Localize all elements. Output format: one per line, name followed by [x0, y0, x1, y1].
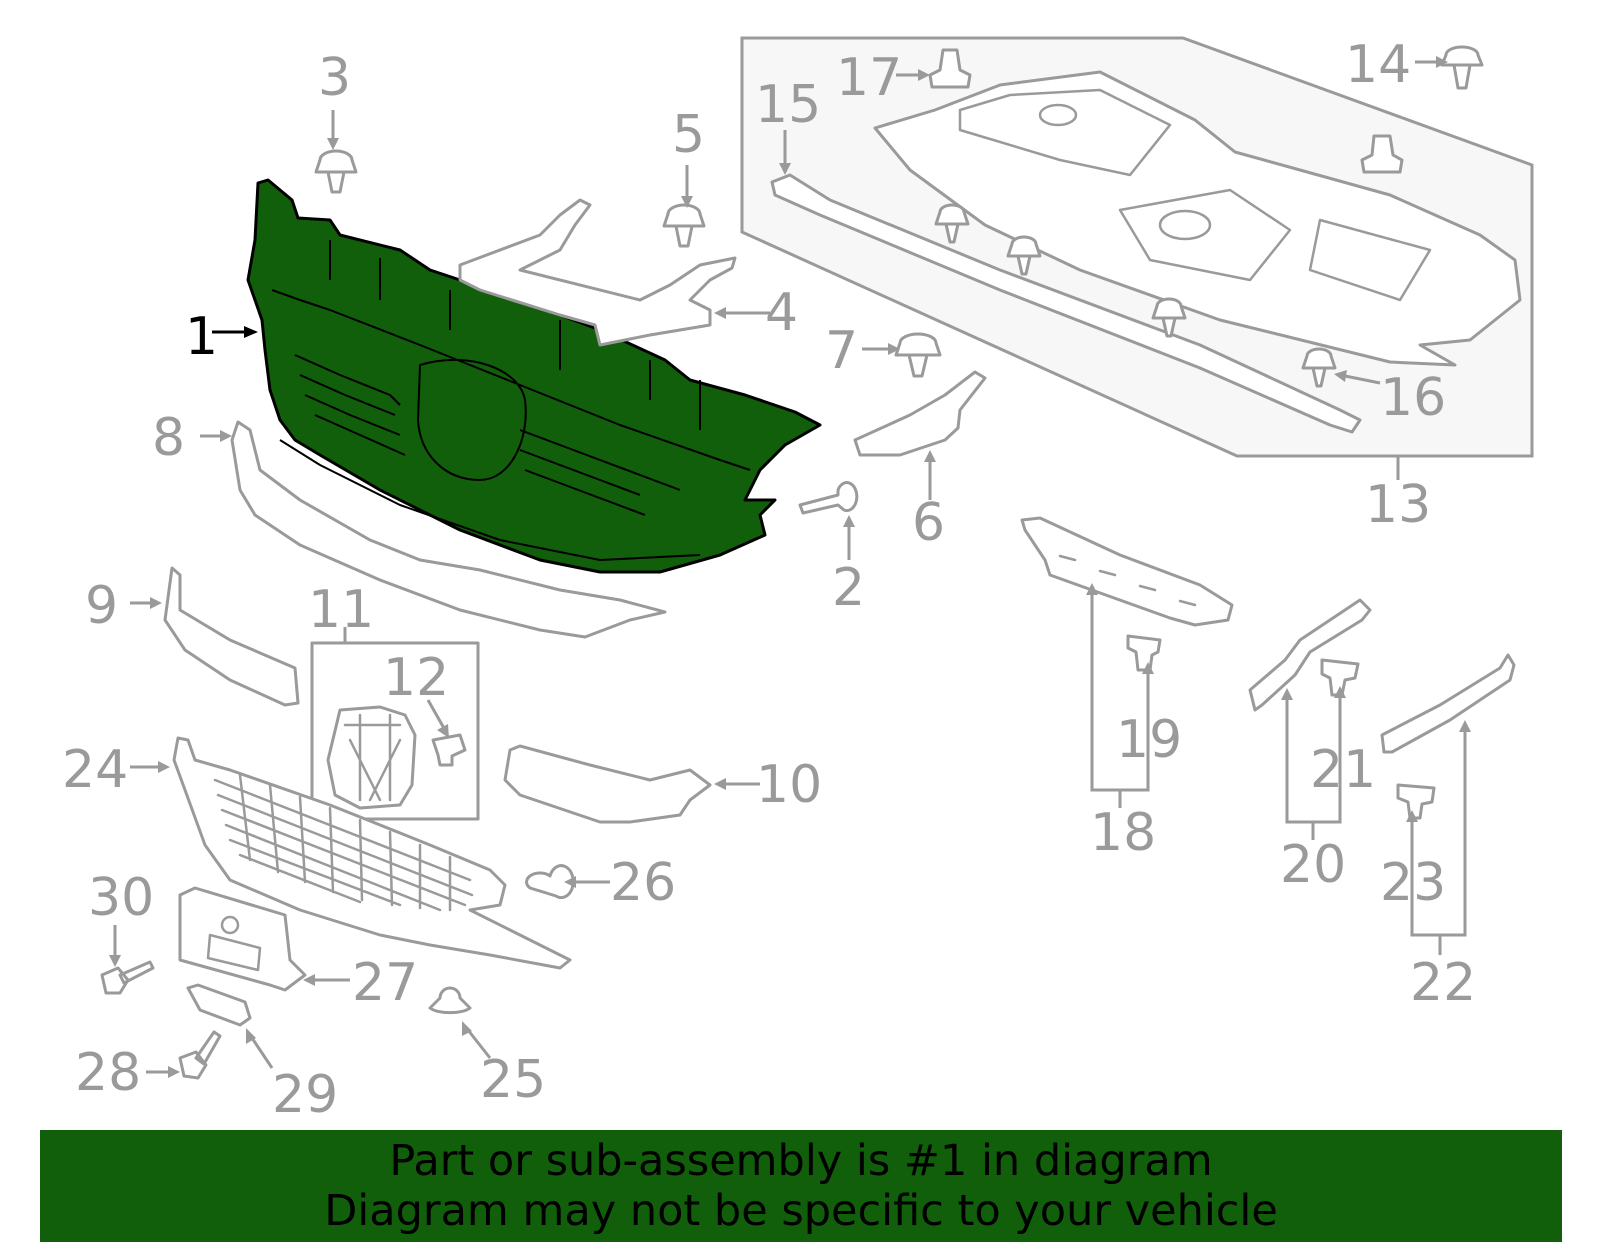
lower-molding-10	[503, 744, 712, 824]
callout-14: 14	[1345, 35, 1411, 95]
callout-1: 1	[185, 307, 218, 367]
callout-23: 23	[1380, 853, 1446, 913]
clip-7	[894, 332, 942, 378]
lower-grille-mesh	[213, 773, 474, 912]
callout-5: 5	[672, 105, 705, 165]
emblem-detail	[343, 713, 402, 802]
screw-2	[798, 481, 859, 515]
callout-13: 13	[1365, 475, 1431, 535]
callout-19: 19	[1116, 710, 1182, 770]
clip-group-box	[928, 48, 1404, 388]
callout-25: 25	[480, 1050, 546, 1110]
clip-25	[428, 986, 472, 1015]
callout-29: 29	[272, 1065, 338, 1125]
upper-bracket	[458, 198, 737, 347]
callout-30: 30	[88, 868, 154, 928]
clip-3	[314, 149, 358, 194]
clip-26	[525, 864, 575, 900]
clip-5	[662, 203, 706, 248]
license-plate-bracket-27	[178, 886, 307, 992]
bolt-28	[178, 1030, 222, 1080]
plate-bracket-detail	[206, 915, 262, 972]
callout-15: 15	[755, 75, 821, 135]
leader-lines	[109, 56, 1471, 1078]
grille-detail-lines	[271, 240, 751, 561]
emblem	[326, 705, 417, 810]
grille-assembly-highlighted	[246, 178, 822, 574]
callout-16: 16	[1380, 368, 1446, 428]
callout-11: 11	[308, 580, 374, 640]
clip-14	[1440, 45, 1484, 90]
reinforcement-22	[1380, 653, 1516, 754]
callout-26: 26	[610, 853, 676, 913]
callout-22: 22	[1410, 953, 1476, 1013]
callout-6: 6	[912, 493, 945, 553]
callout-27: 27	[352, 953, 418, 1013]
callout-2: 2	[832, 558, 865, 618]
callout-9: 9	[85, 576, 118, 636]
callout-20: 20	[1280, 835, 1346, 895]
upper-molding	[230, 420, 667, 639]
callout-4: 4	[765, 283, 798, 343]
undercover-panel	[873, 70, 1522, 367]
callout-7: 7	[825, 321, 858, 381]
clip-23	[1396, 783, 1436, 820]
callout-12: 12	[383, 648, 449, 708]
callout-21: 21	[1310, 740, 1376, 800]
callout-24: 24	[62, 740, 128, 800]
reinforcement-20	[1248, 598, 1372, 712]
undercover-panel-detail	[958, 88, 1432, 302]
callout-18: 18	[1090, 803, 1156, 863]
stiffener-slots	[1058, 554, 1197, 607]
bolt-30	[100, 960, 155, 995]
callout-labels: 1 2 3 4 5 6 7 8 9 10 11 12 13 14 15 16 1…	[62, 35, 1476, 1125]
info-banner: Part or sub-assembly is #1 in diagram Di…	[40, 1130, 1562, 1242]
banner-line-1: Part or sub-assembly is #1 in diagram	[389, 1136, 1213, 1186]
side-molding-9	[163, 566, 300, 707]
clip-19	[1126, 634, 1162, 672]
callout-10: 10	[756, 755, 822, 815]
side-bracket-6	[853, 370, 987, 457]
plate-mount-29	[186, 983, 252, 1027]
callout-8: 8	[152, 408, 185, 468]
banner-line-2: Diagram may not be specific to your vehi…	[324, 1186, 1278, 1236]
clip-12	[431, 733, 467, 767]
callout-3: 3	[318, 48, 351, 108]
callout-28: 28	[75, 1043, 141, 1103]
callout-17: 17	[836, 48, 902, 108]
lower-stiffener-18	[1020, 516, 1234, 627]
deflector-bracket	[770, 173, 1362, 434]
lower-grille-24	[172, 736, 572, 970]
